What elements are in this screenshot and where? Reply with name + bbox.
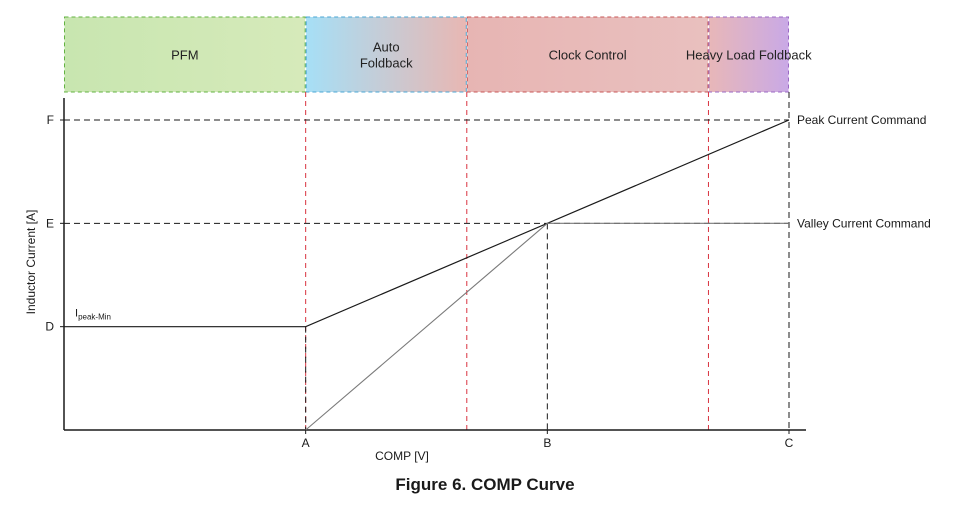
series-lines — [64, 119, 790, 431]
region-label-auto-foldback: Foldback — [360, 56, 413, 71]
series-label-peak-current-command: Peak Current Command — [797, 113, 926, 127]
region-band-pfm — [64, 16, 306, 93]
y-tick-label-e: E — [46, 216, 54, 230]
x-axis-label: COMP [V] — [375, 449, 429, 463]
series-line-valley-current-command — [305, 222, 789, 431]
region-label-clock-control: Clock Control — [549, 48, 627, 63]
y-tick-label-f: F — [47, 113, 54, 127]
region-band-auto-foldback — [305, 16, 467, 93]
region-band-heavy-load-foldback — [708, 16, 790, 93]
region-label-pfm: PFM — [171, 48, 198, 63]
x-tick-label-a: A — [302, 436, 310, 450]
region-label-heavy-load-foldback: Heavy Load Foldback — [686, 48, 812, 63]
region-band-clock-control — [466, 16, 709, 93]
dashed-guides — [64, 92, 790, 430]
region-label-auto-foldback: Auto — [373, 40, 400, 55]
x-tick-label-c: C — [785, 436, 794, 450]
y-axis-label: Inductor Current [A] — [24, 210, 38, 315]
figure-caption: Figure 6. COMP Curve — [395, 475, 575, 494]
x-tick-label-b: B — [543, 436, 551, 450]
tick-labels: A B C D E F — [45, 113, 793, 450]
series-label-valley-current-command: Valley Current Command — [797, 216, 931, 230]
axes: COMP [V] Inductor Current [A] — [24, 98, 806, 463]
series-line-peak-current-command — [64, 119, 790, 328]
annotation-ipeak-min: Ipeak-Min — [75, 308, 111, 322]
y-tick-label-d: D — [45, 320, 54, 334]
